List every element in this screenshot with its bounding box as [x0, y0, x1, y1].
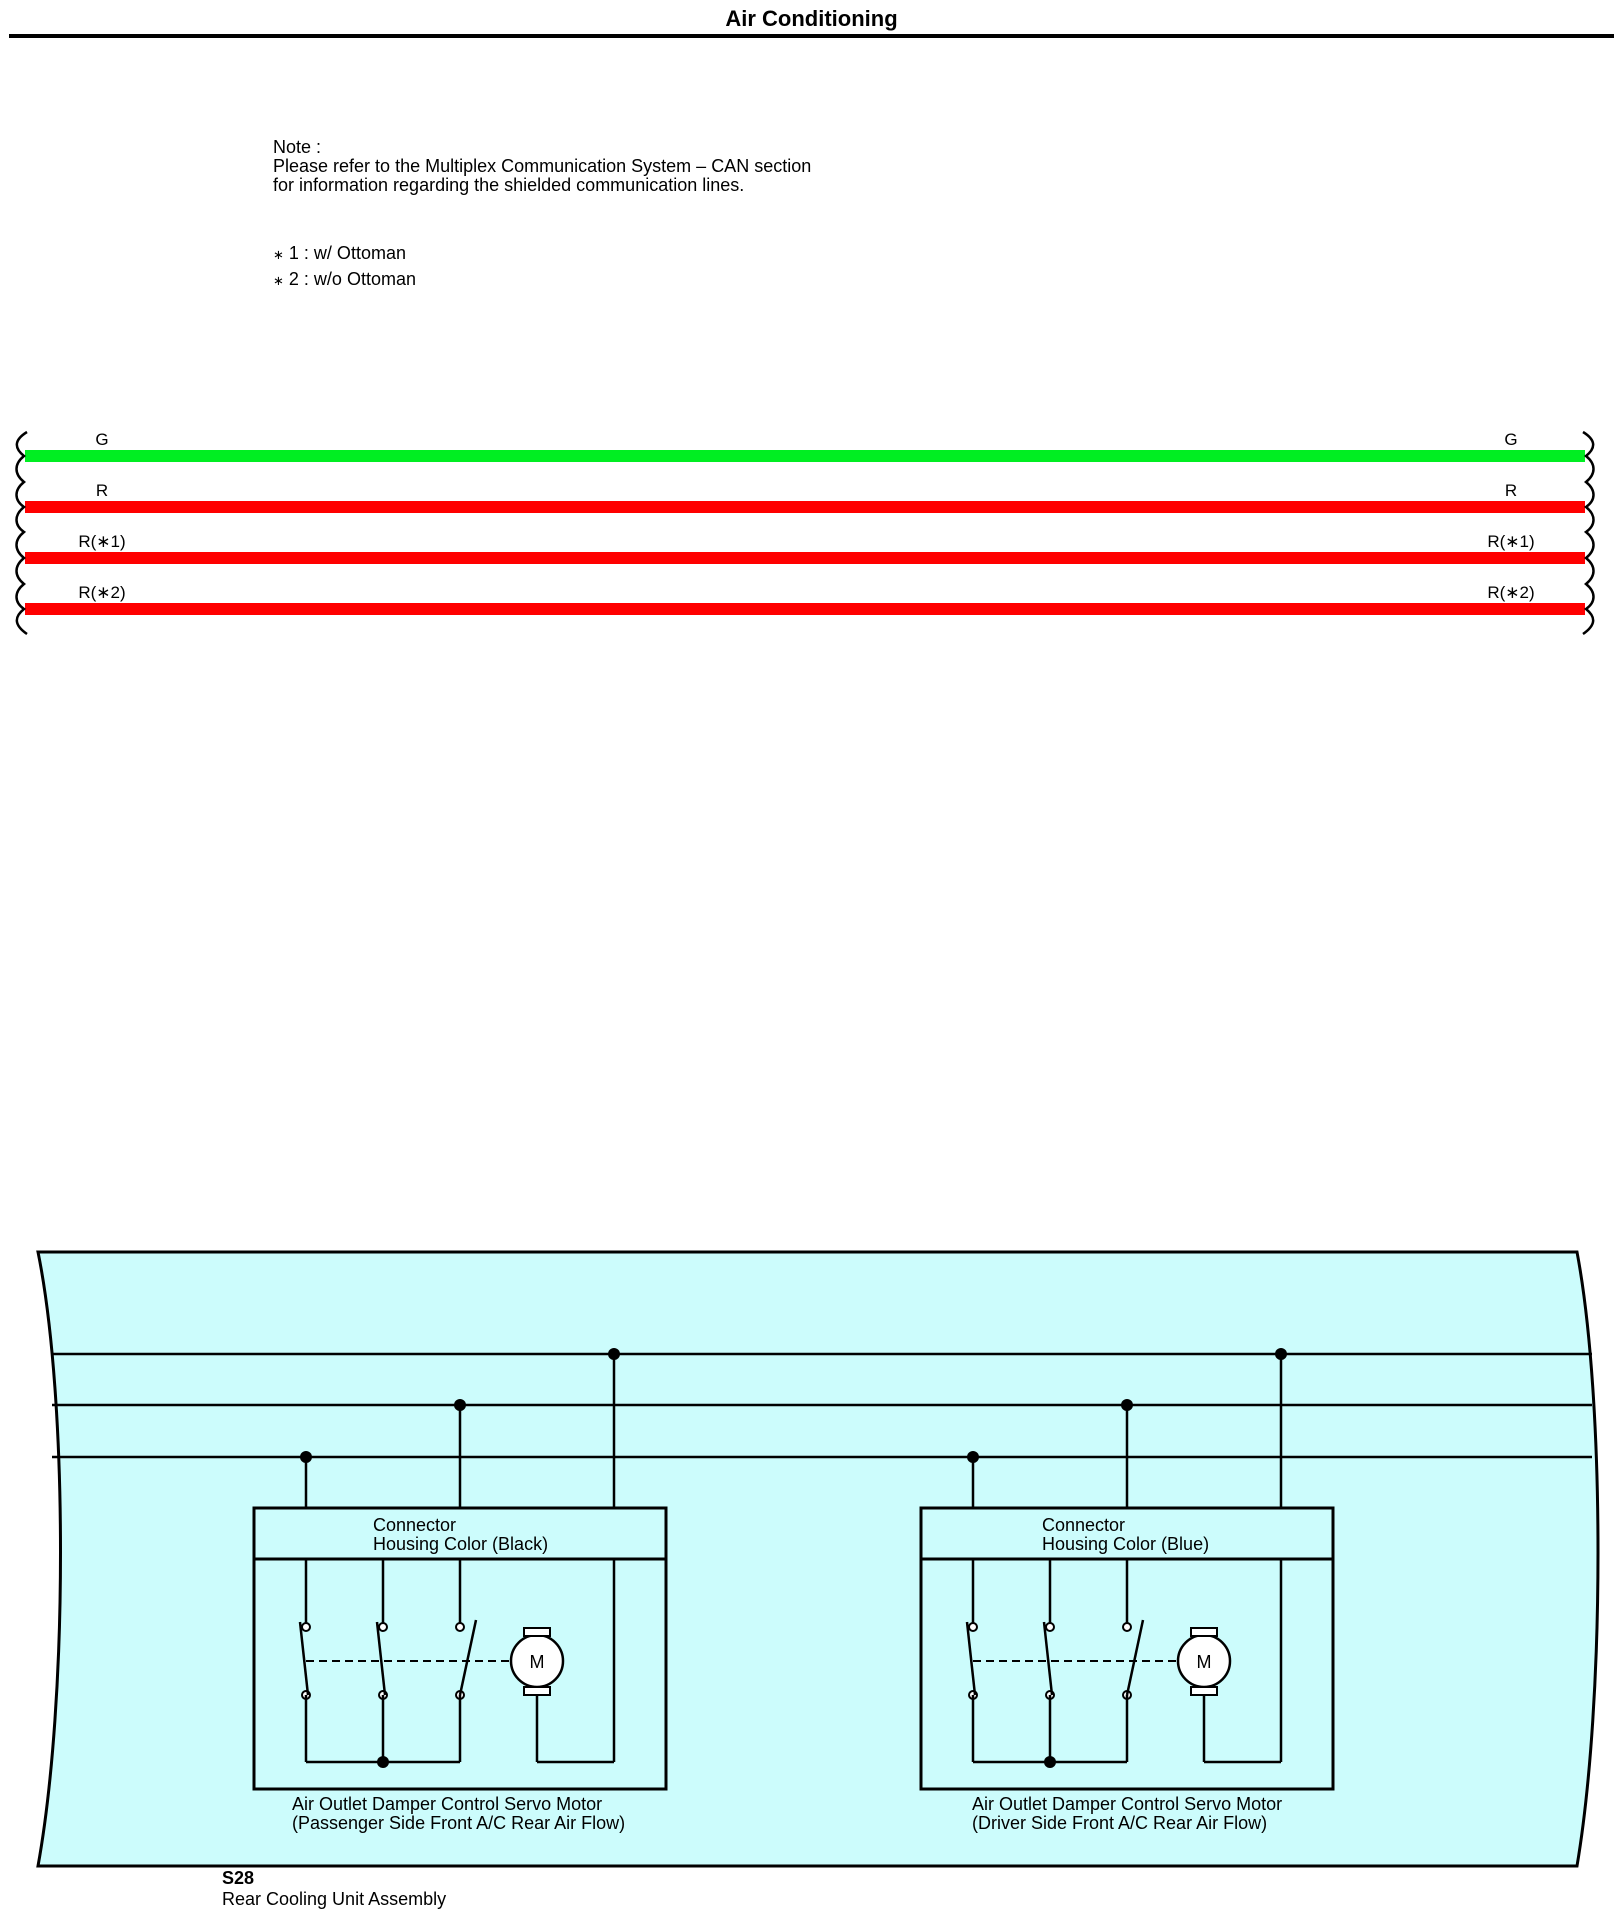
switch-blade — [1042, 1621, 1054, 1696]
page-title: Air Conditioning — [725, 6, 898, 31]
component-box — [252, 1506, 668, 1791]
switch-blade — [965, 1621, 977, 1696]
motor-brush-bottom — [1190, 1686, 1218, 1696]
wire-label-right: R(∗2) — [1487, 583, 1534, 602]
note-block: Note : Please refer to the Multiplex Com… — [273, 138, 811, 195]
connector-label-1: Connector — [1042, 1515, 1125, 1535]
break-mark-left — [15, 430, 28, 636]
junction-dot — [377, 1756, 389, 1768]
footnote-2: ∗ 2 : w/o Ottoman — [273, 267, 416, 293]
servo-motor-passenger: Connector Housing Color (Black) M Air Ou… — [252, 1348, 668, 1833]
junction-dot — [967, 1451, 979, 1463]
switch-blade — [298, 1621, 310, 1696]
motor-label: M — [1197, 1652, 1212, 1672]
note-heading: Note : — [273, 137, 322, 157]
wire-label-right: G — [1504, 430, 1517, 449]
wire-harness: G G R R R(∗1) R(∗1) R(∗2) R(∗2) — [15, 430, 1595, 636]
servo-motor-driver: Connector Housing Color (Blue) M Air Out… — [919, 1348, 1335, 1833]
note-line-2: for information regarding the shielded c… — [273, 175, 745, 195]
motor-brush-top — [523, 1627, 551, 1637]
junction-dot — [454, 1399, 466, 1411]
wire-label-left: R(∗2) — [78, 583, 125, 602]
note-line-1: Please refer to the Multiplex Communicat… — [273, 156, 812, 176]
footnote-mark: ∗ — [273, 273, 284, 288]
component-name-1: Air Outlet Damper Control Servo Motor — [292, 1794, 602, 1814]
footnote-1: ∗ 1 : w/ Ottoman — [273, 241, 416, 267]
wire-label-right: R(∗1) — [1487, 532, 1534, 551]
wire-r-wo-ottoman: R(∗2) R(∗2) — [25, 583, 1585, 615]
break-mark-right — [1582, 430, 1595, 636]
wire-label-left: G — [95, 430, 108, 449]
assembly-code: S28 — [222, 1868, 255, 1888]
wire-r: R R — [25, 481, 1585, 513]
switch-blade — [458, 1619, 478, 1696]
switch-blade — [1125, 1619, 1145, 1696]
switch-terminal — [1045, 1622, 1055, 1632]
component-name-1: Air Outlet Damper Control Servo Motor — [972, 1794, 1282, 1814]
component-name-2: (Driver Side Front A/C Rear Air Flow) — [972, 1813, 1267, 1833]
assembly-name: Rear Cooling Unit Assembly — [222, 1889, 447, 1909]
motor-label: M — [530, 1652, 545, 1672]
motor-brush-top — [1190, 1627, 1218, 1637]
component-name-2: (Passenger Side Front A/C Rear Air Flow) — [292, 1813, 625, 1833]
junction-dot — [608, 1348, 620, 1360]
wire-label-right: R — [1505, 481, 1517, 500]
switch-terminal — [301, 1622, 311, 1632]
assembly-label: S28 Rear Cooling Unit Assembly — [222, 1868, 446, 1910]
junction-dot — [1121, 1399, 1133, 1411]
connector-label-1: Connector — [373, 1515, 456, 1535]
footnote-mark: ∗ — [273, 247, 284, 262]
wire-r-w-ottoman: R(∗1) R(∗1) — [25, 532, 1585, 564]
junction-dot — [300, 1451, 312, 1463]
switch-terminal — [455, 1622, 465, 1632]
header-rule — [9, 34, 1614, 38]
junction-dot — [1044, 1756, 1056, 1768]
wire-label-left: R(∗1) — [78, 532, 125, 551]
wire-g: G G — [25, 430, 1585, 462]
switch-terminal — [378, 1622, 388, 1632]
switch-terminal — [968, 1622, 978, 1632]
motor-brush-bottom — [523, 1686, 551, 1696]
footnotes: ∗ 1 : w/ Ottoman ∗ 2 : w/o Ottoman — [273, 241, 416, 293]
junction-dot — [1275, 1348, 1287, 1360]
wire-label-left: R — [96, 481, 108, 500]
switch-terminal — [1122, 1622, 1132, 1632]
footnote-text: 1 : w/ Ottoman — [288, 243, 406, 263]
connector-label-2: Housing Color (Black) — [373, 1534, 548, 1554]
footnote-text: 2 : w/o Ottoman — [288, 269, 416, 289]
component-box — [919, 1506, 1335, 1791]
switch-blade — [375, 1621, 387, 1696]
connector-label-2: Housing Color (Blue) — [1042, 1534, 1209, 1554]
